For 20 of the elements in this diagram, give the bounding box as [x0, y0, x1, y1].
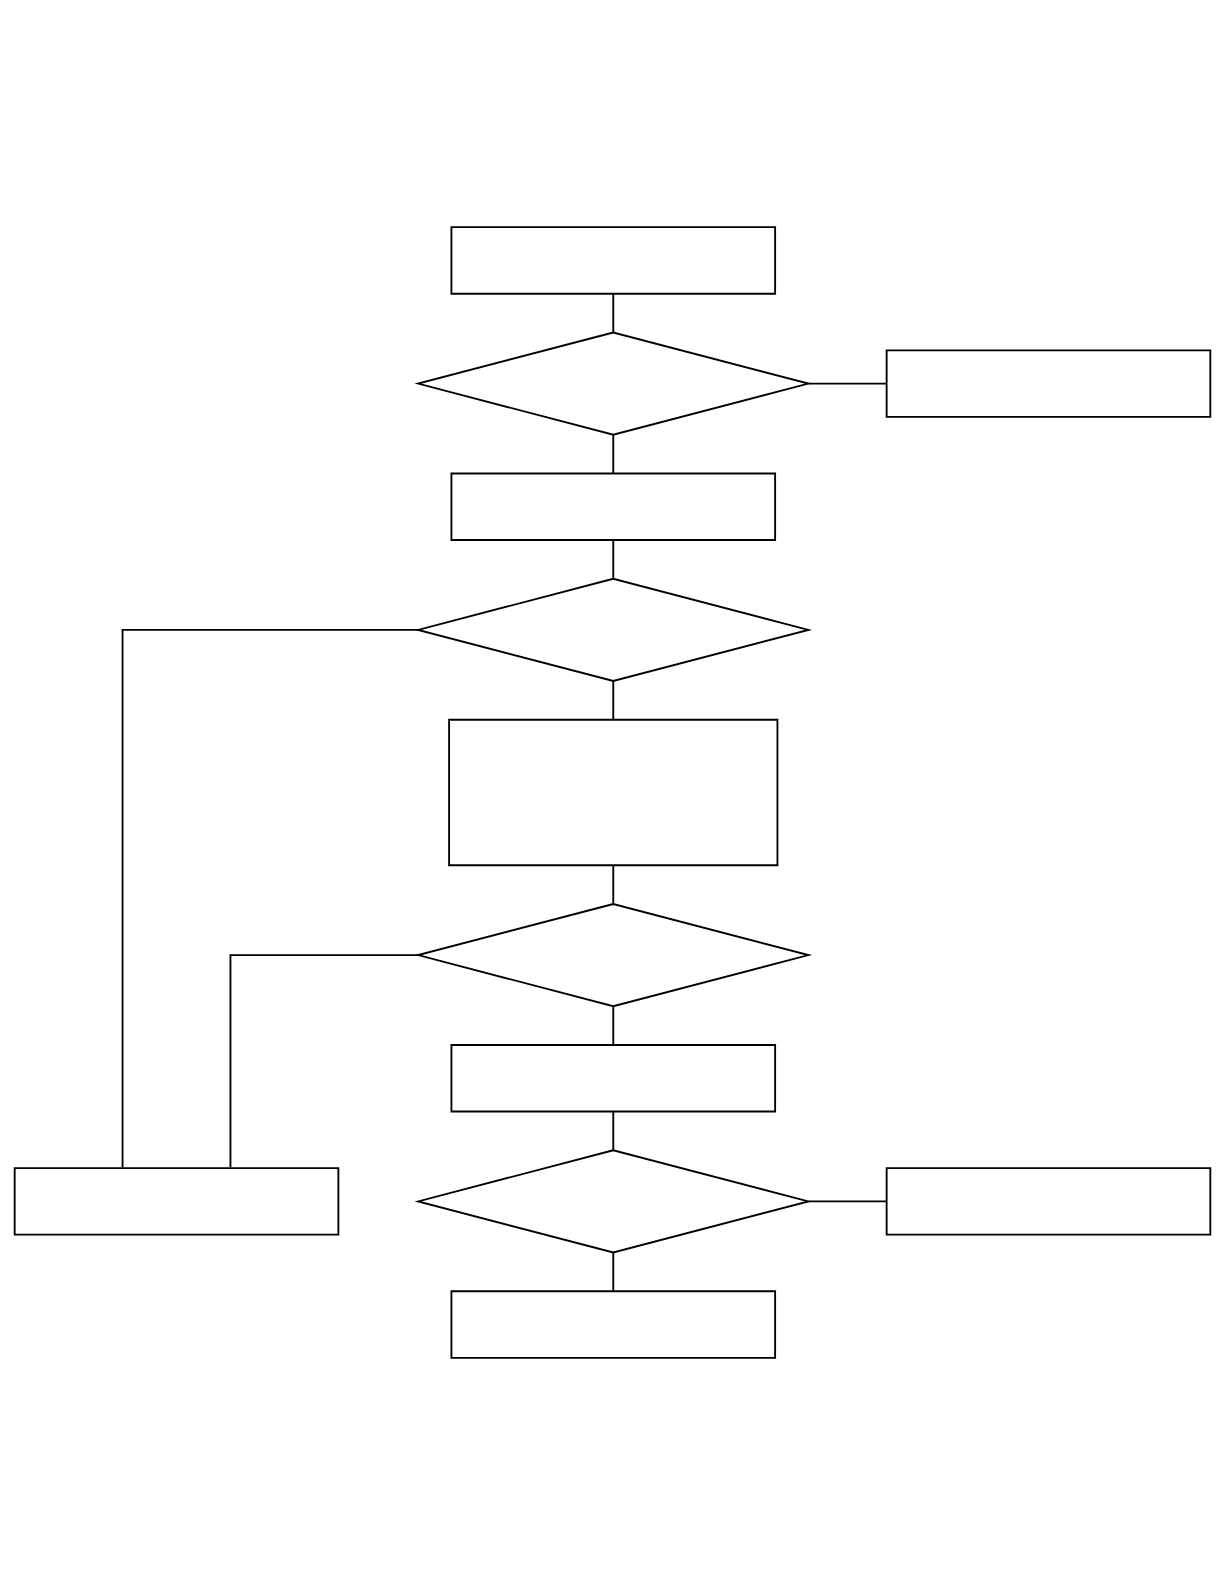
- connector: [612, 434, 615, 475]
- node-box: [885, 349, 1212, 418]
- node-box: [885, 1167, 1212, 1236]
- node-box: [13, 1167, 340, 1236]
- node-box: [448, 718, 779, 867]
- connector: [807, 1200, 888, 1203]
- node-box: [450, 1290, 777, 1359]
- connector: [612, 864, 615, 905]
- connector: [612, 293, 615, 334]
- connector: [121, 628, 420, 1169]
- connector: [229, 954, 420, 1169]
- connector: [612, 539, 615, 580]
- node-box: [450, 472, 777, 541]
- connector: [612, 1251, 615, 1293]
- connector: [612, 1005, 615, 1046]
- node-box: [450, 226, 777, 295]
- node-box: [450, 1044, 777, 1113]
- connector: [807, 382, 888, 385]
- connector: [612, 680, 615, 721]
- connector: [612, 1110, 615, 1152]
